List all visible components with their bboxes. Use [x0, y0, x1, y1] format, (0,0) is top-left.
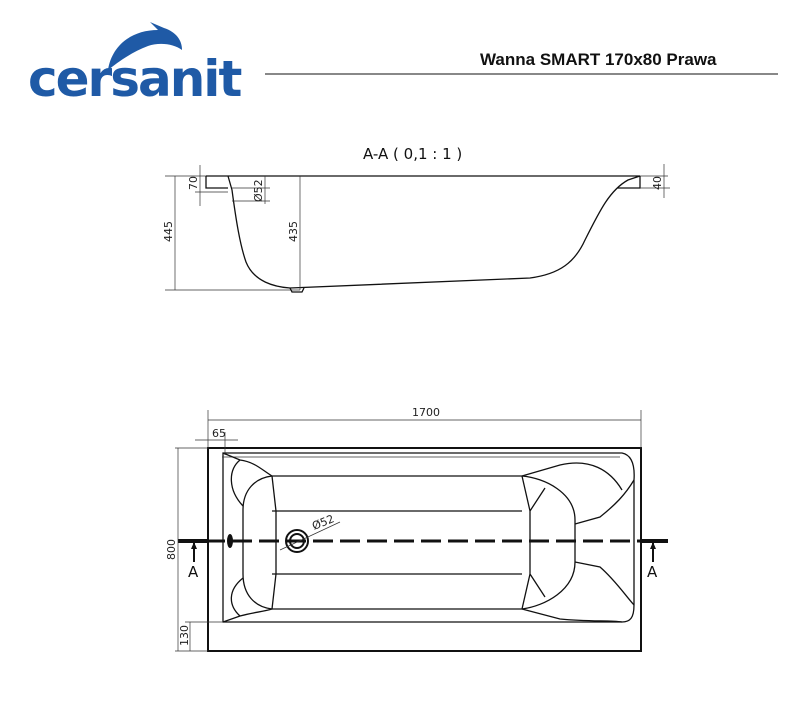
dolphin-icon	[108, 22, 182, 70]
cersanit-logo: cersanit	[28, 22, 243, 108]
section-mark-left: A	[188, 563, 199, 581]
dim-40: 40	[651, 176, 664, 190]
section-mark-right: A	[647, 563, 658, 581]
plan-view: Ø52 A A 1700 65 800 130	[165, 406, 668, 652]
dim-130: 130	[178, 625, 191, 646]
section-label: A-A ( 0,1 : 1 )	[363, 145, 462, 163]
dim-65: 65	[212, 427, 226, 440]
drawing-title: Wanna SMART 170x80 Prawa	[480, 50, 717, 69]
dim-435: 435	[287, 221, 300, 242]
dim-800: 800	[165, 539, 178, 560]
dim-445: 445	[162, 221, 175, 242]
section-view: A-A ( 0,1 : 1 ) 445 435 70 Ø52 40	[162, 145, 670, 293]
dim-drain-section: Ø52	[252, 179, 265, 202]
dim-1700: 1700	[412, 406, 440, 419]
drain-icon	[285, 529, 309, 553]
dim-70: 70	[187, 176, 200, 190]
logo-text: cersanit	[28, 50, 241, 108]
